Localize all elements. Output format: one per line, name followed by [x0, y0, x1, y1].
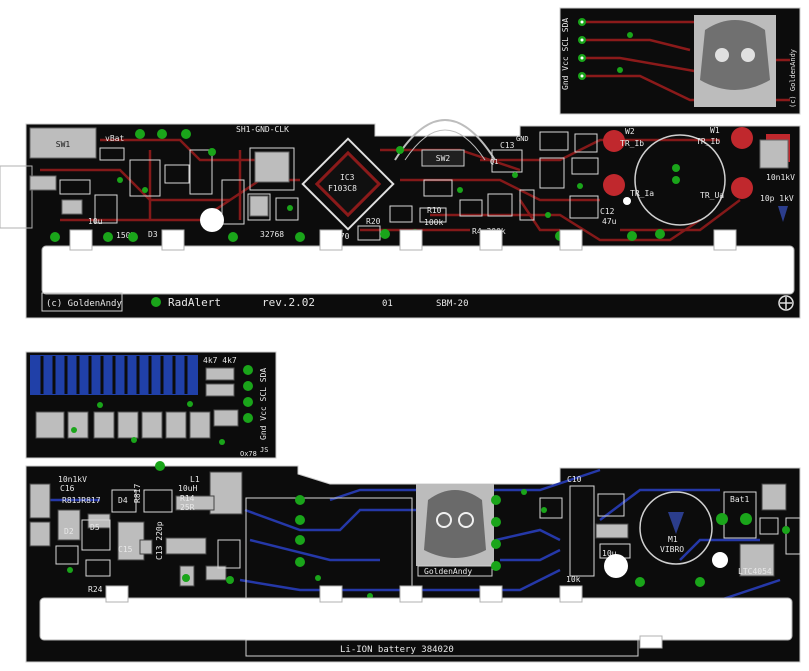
tube-outline — [634, 134, 726, 226]
vibro-motor-outline — [639, 491, 713, 565]
tr-ua-label: TR_Ua — [700, 191, 724, 200]
ltc4054-label: LTC4054 — [738, 567, 772, 576]
r24-label: R24 — [88, 585, 103, 594]
r10-label: R10 — [427, 206, 442, 215]
mcu-ic3: IC3 F103C8 — [301, 137, 395, 231]
pullup-resistors-label: 4k7 4k7 — [203, 356, 237, 365]
c16-label: C16 — [60, 484, 75, 493]
d5-label: D5 — [90, 523, 100, 532]
switch-sw1 — [29, 127, 97, 159]
top-main-board: SW1 IC3 F103C8 SW2 — [0, 119, 801, 319]
crystal-label: 32768 — [260, 230, 284, 239]
d4-label: D4 — [118, 496, 128, 505]
c14-value: 10n1kV — [766, 173, 795, 182]
display-pin-labels: Gnd Vcc SCL SDA — [259, 368, 268, 440]
bat1-label: Bat1 — [730, 495, 749, 504]
display-board: 4k7 4k7 Gnd Vcc SCL SDA JS Ox78 — [25, 351, 277, 459]
sw2-label: SW2 — [436, 154, 451, 163]
board-revision: rev.2.02 — [262, 296, 315, 309]
board-title: RadAlert — [168, 296, 221, 309]
trident-icon-bottom — [668, 512, 684, 534]
mount-hole-top — [200, 208, 224, 232]
c12-label: C12 — [600, 207, 615, 216]
c13-220p-label: C13 220p — [155, 521, 164, 560]
sw1-label: SW1 — [56, 140, 71, 149]
board-number: 01 — [382, 299, 393, 309]
d3-label: D3 — [148, 230, 158, 239]
tube-label: SBM-20 — [436, 299, 469, 309]
c15-label: C15 — [118, 545, 133, 554]
sw2-outline — [394, 119, 496, 161]
value-10k: 10k — [566, 575, 581, 584]
ic3-label: IC3 — [340, 173, 355, 182]
m1-label: M1 — [668, 535, 678, 544]
r81-label: R81JR817 — [62, 496, 101, 505]
r817-label: R817 — [133, 484, 142, 503]
sensor-pin-labels: Gnd Vcc SCL SDA — [561, 18, 570, 90]
d2-label: D2 — [64, 527, 74, 536]
swd-pins-label: SH1-GND-CLK — [236, 125, 289, 134]
tr-ib-left-label: TR_Ib — [620, 139, 644, 148]
tr-ib-right-label: TR_Ib — [696, 137, 720, 146]
r10-value: 100k — [424, 218, 443, 227]
vbat-label: vBat — [105, 134, 124, 143]
battery-window — [39, 597, 793, 641]
mount-hole-bottom — [604, 554, 628, 578]
bottom-brand: GoldenAndy — [424, 567, 472, 576]
q1-label: Q1 — [490, 158, 498, 166]
l1-value: 10uH — [178, 484, 197, 493]
i2c-address-label: Ox78 — [240, 450, 257, 458]
value-150k: 150k — [116, 231, 135, 240]
trident-icon — [778, 206, 788, 222]
vibro-label: VIBRO — [660, 545, 684, 554]
sensor-board: Gnd Vcc SCL SDA (c) GoldenAndy — [559, 7, 801, 115]
value-10u-bottom: 10u — [602, 549, 617, 558]
vias-top — [50, 129, 680, 242]
sensor-brand: (c) GoldenAndy — [789, 49, 797, 108]
c10-label: C10 — [567, 475, 582, 484]
tube-window-top — [41, 245, 795, 295]
vias-bottom — [67, 461, 790, 599]
c12-value: 47u — [602, 217, 617, 226]
c16-value: 10n1kV — [58, 475, 87, 484]
plus-terminal-icon — [778, 295, 794, 311]
c13-label: C13 — [500, 141, 515, 150]
w1-label: W1 — [710, 126, 720, 135]
ic3-part-label: F103C8 — [328, 184, 357, 193]
tr-ia-label: TR_Ia — [630, 189, 654, 198]
w2-label: W2 — [625, 127, 635, 136]
r20-label: R20 — [366, 217, 381, 226]
display-ref: JS — [260, 446, 268, 454]
c15-value: 10p 1kV — [760, 194, 794, 203]
r14-value: 25R — [180, 503, 195, 512]
bottom-main-board: 10n1kV C16 R81JR817 D4 R817 D5 D2 C15 R2… — [25, 461, 801, 663]
r14-label: R14 — [180, 494, 195, 503]
top-brand: (c) GoldenAndy — [46, 299, 122, 309]
value-10u-top: 10u — [88, 217, 103, 226]
l1-label: L1 — [190, 475, 200, 484]
gnd-label: GND — [516, 135, 529, 143]
battery-label: Li-ION battery 384020 — [340, 645, 454, 655]
